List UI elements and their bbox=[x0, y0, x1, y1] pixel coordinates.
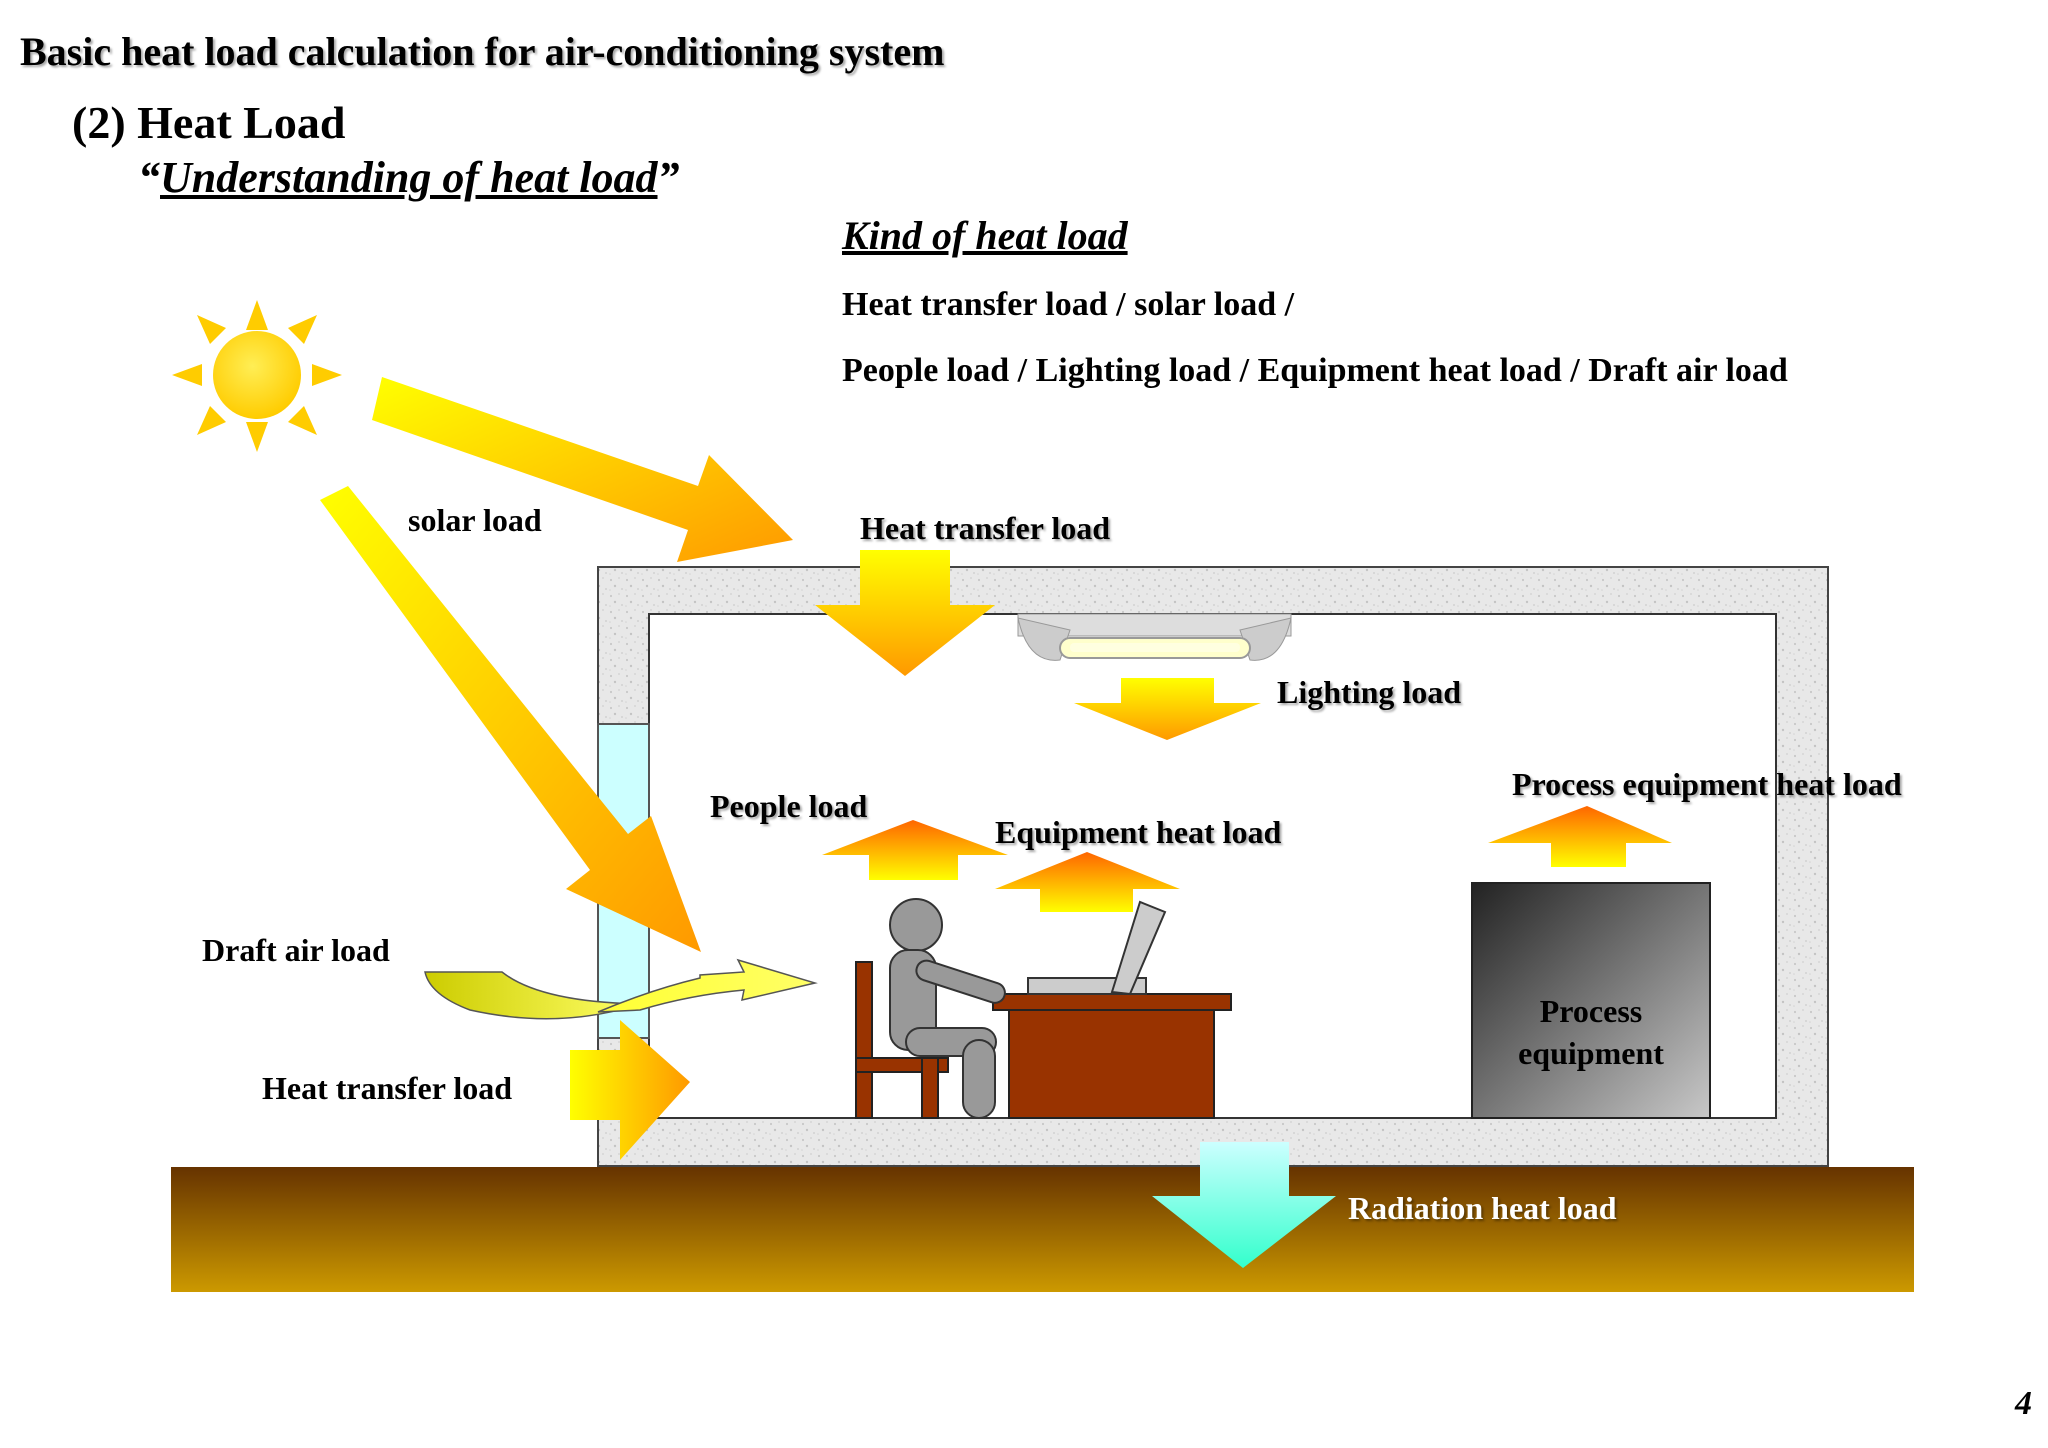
person-icon bbox=[889, 898, 1006, 1119]
sun-icon bbox=[172, 300, 342, 452]
page-number: 4 bbox=[2015, 1385, 2032, 1422]
lighting-arrow bbox=[1074, 678, 1261, 740]
desk bbox=[992, 993, 1232, 1119]
process-arrow bbox=[1488, 806, 1672, 867]
heat-transfer-side-arrow bbox=[570, 1020, 690, 1160]
draft-air-arrow-in bbox=[424, 971, 641, 1020]
radiation-arrow bbox=[1152, 1142, 1336, 1268]
kind-heading: Kind of heat load bbox=[842, 213, 1128, 258]
laptop-icon bbox=[1027, 900, 1167, 996]
process-equipment-box bbox=[1471, 882, 1711, 1119]
document-title: Basic heat load calculation for air-cond… bbox=[20, 29, 945, 74]
light-fixture-icon bbox=[1017, 613, 1292, 661]
subtitle-text: Understanding of heat load bbox=[160, 153, 658, 202]
draft-air-arrow-out bbox=[597, 958, 818, 1013]
label-solar-load: solar load bbox=[408, 502, 542, 538]
process-equipment-label: Process equipment bbox=[1518, 993, 1664, 1071]
heat-transfer-top-arrow bbox=[815, 550, 995, 676]
label-heat-transfer-side: Heat transfer load bbox=[262, 1070, 513, 1106]
subtitle-open-quote: “ bbox=[138, 153, 160, 202]
kind-line-2: People load / Lighting load / Equipment … bbox=[842, 352, 1788, 389]
label-draft-air-load: Draft air load bbox=[202, 932, 390, 968]
label-radiation-heat-load: Radiation heat load bbox=[1348, 1190, 1617, 1226]
label-heat-transfer-top: Heat transfer load bbox=[860, 510, 1111, 546]
section-title: (2) Heat Load bbox=[72, 97, 346, 148]
subtitle-close-quote: ” bbox=[657, 153, 680, 202]
subtitle: “Understanding of heat load” bbox=[138, 152, 680, 203]
label-lighting-load: Lighting load bbox=[1277, 674, 1462, 710]
chair-icon bbox=[855, 961, 949, 1119]
label-equipment-heat-load: Equipment heat load bbox=[995, 814, 1282, 850]
kind-line-1: Heat transfer load / solar load / bbox=[842, 286, 1295, 323]
solar-arrow-window bbox=[320, 486, 701, 952]
solar-arrow-roof bbox=[372, 377, 793, 562]
label-people-load: People load bbox=[710, 788, 868, 824]
label-process-equipment-heat-load: Process equipment heat load bbox=[1512, 766, 1902, 802]
ground bbox=[171, 1167, 1914, 1292]
people-arrow bbox=[822, 820, 1008, 880]
equipment-arrow bbox=[995, 852, 1180, 912]
